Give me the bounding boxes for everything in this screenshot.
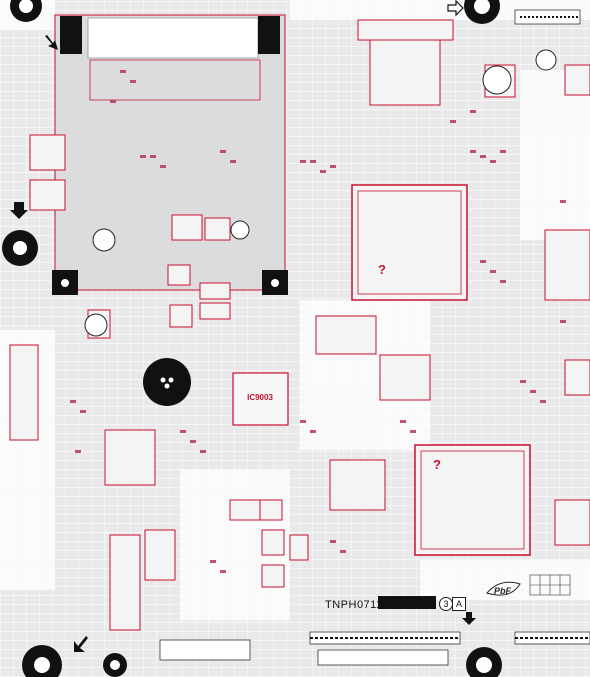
ic9003-chip — [232, 372, 289, 426]
board-id-text: TNPH0711 — [325, 599, 383, 611]
capacitors — [84, 49, 557, 337]
card-slot-connector — [52, 14, 288, 295]
smd-pads — [70, 70, 566, 573]
connector-pins — [310, 16, 590, 639]
grid-mark — [529, 574, 571, 596]
ic9003-label: IC9003 — [247, 393, 273, 402]
unknown-part-marker-upper: ? — [378, 262, 386, 277]
white-areas — [0, 0, 590, 620]
pbf-mark-text: PbF — [494, 586, 511, 596]
redacted-box — [378, 596, 436, 609]
arrow-down-left-icon — [45, 35, 88, 652]
revision-number-badge: 3 — [439, 597, 453, 611]
unknown-part-marker-lower: ? — [433, 457, 441, 472]
revision-letter-badge: A — [452, 597, 466, 611]
arrow-right-icon — [447, 0, 464, 17]
arrow-down-small-icon — [462, 612, 476, 625]
pbf-leaf-icon — [486, 581, 521, 596]
bga-chip-lower — [414, 444, 531, 556]
round-component — [143, 358, 191, 406]
bga-chip-upper — [351, 184, 468, 301]
arrow-down-icon — [10, 202, 28, 219]
